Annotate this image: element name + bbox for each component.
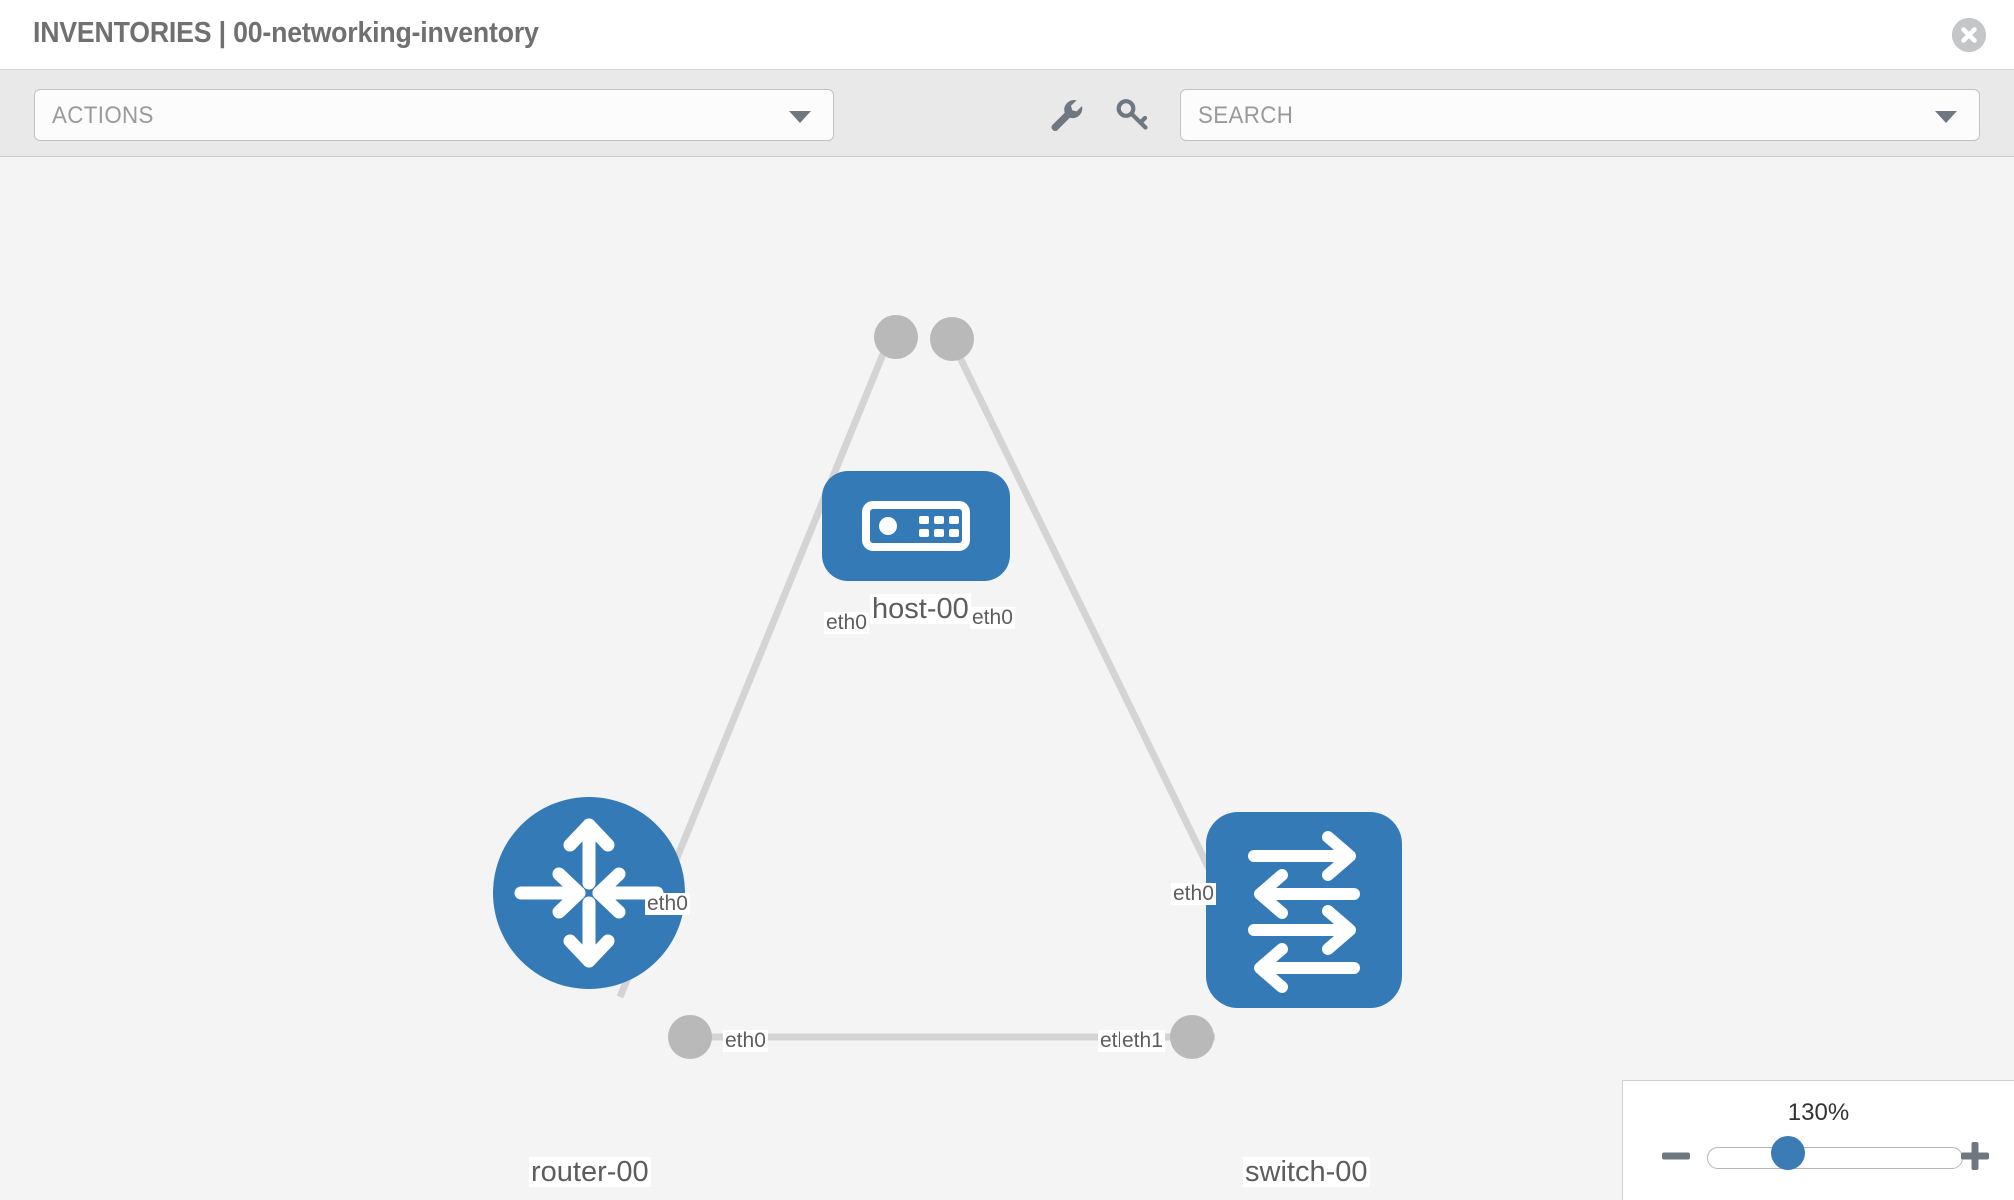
minus-icon[interactable] [1659, 1139, 1693, 1173]
page-title: INVENTORIES | 00-networking-inventory [33, 17, 539, 49]
toolbar: ACTIONS SEARCH [0, 70, 2014, 157]
plus-icon[interactable] [1958, 1139, 1992, 1173]
interface-label: eth0 [723, 1029, 768, 1053]
interface-label: eth0 [1171, 882, 1216, 906]
node-host-00[interactable] [822, 471, 1010, 581]
key-icon[interactable] [1110, 92, 1156, 138]
search-input[interactable]: SEARCH [1180, 89, 1980, 141]
page-header: INVENTORIES | 00-networking-inventory [0, 0, 2014, 70]
node-label-router-00: router-00 [529, 1156, 651, 1188]
node-label-host-00: host-00 [870, 593, 971, 625]
zoom-slider-track[interactable] [1707, 1147, 1963, 1169]
node-router-00[interactable] [493, 797, 685, 989]
interface-label: eth0 [824, 611, 869, 635]
chevron-down-icon[interactable] [1935, 111, 1957, 123]
zoom-slider-thumb[interactable] [1771, 1136, 1805, 1170]
actions-dropdown-label: ACTIONS [52, 102, 154, 129]
node-switch-00[interactable] [1206, 812, 1402, 1008]
endpoint-circle[interactable] [930, 317, 974, 361]
search-placeholder: SEARCH [1198, 102, 1294, 129]
zoom-control-panel: 130% [1622, 1080, 2014, 1200]
wrench-icon[interactable] [1043, 92, 1089, 138]
interface-label: eth1 [1120, 1029, 1165, 1053]
topology-graph [493, 315, 1402, 1059]
endpoint-circle[interactable] [668, 1015, 712, 1059]
endpoint-circle[interactable] [1170, 1015, 1214, 1059]
node-label-switch-00: switch-00 [1243, 1156, 1370, 1188]
topology-canvas[interactable]: host-00 router-00 switch-00 eth0 eth0 et… [0, 157, 2014, 1200]
endpoint-circle[interactable] [874, 315, 918, 359]
actions-dropdown[interactable]: ACTIONS [34, 89, 834, 141]
close-icon[interactable] [1952, 18, 1986, 52]
link-host00-switch00[interactable] [946, 335, 1256, 959]
zoom-level-value: 130% [1787, 1099, 1850, 1126]
chevron-down-icon [789, 111, 811, 123]
topology-endpoints [668, 315, 1262, 1059]
interface-label: eth0 [645, 892, 690, 916]
topology-links [616, 335, 1256, 1041]
interface-label: eth0 [970, 606, 1015, 630]
